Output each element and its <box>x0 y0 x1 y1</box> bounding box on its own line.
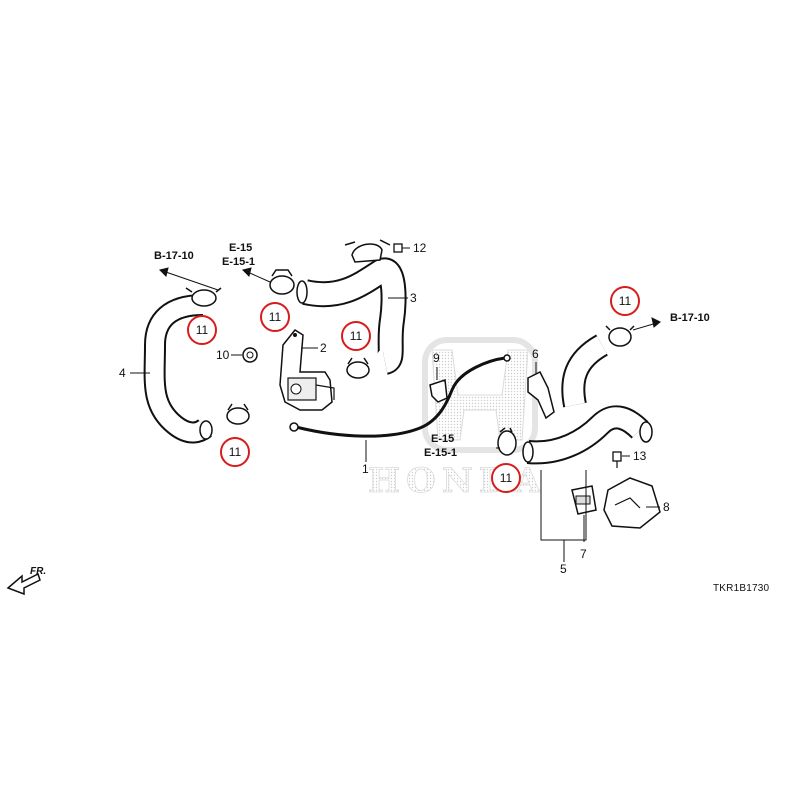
hose-part-3 <box>296 239 407 375</box>
front-direction-arrow-icon <box>6 572 41 596</box>
grommet-part-9 <box>429 378 448 403</box>
cable-part-1 <box>289 354 511 438</box>
clamp-11-f <box>605 325 635 347</box>
callout-11-e: 11 <box>491 463 521 493</box>
hose-part-4 <box>143 294 213 444</box>
callout-11-a: 11 <box>187 315 217 345</box>
part-label-9: 9 <box>433 351 440 365</box>
ref-e-15-1-lower: E-15-1 <box>424 447 458 459</box>
clamp-11-e <box>497 427 517 456</box>
ref-b-17-10-right: B-17-10 <box>670 312 710 324</box>
valve-assembly-part-2 <box>279 329 335 411</box>
part-label-2: 2 <box>320 341 327 355</box>
callout-11-b: 11 <box>260 302 290 332</box>
part-label-4: 4 <box>119 366 126 380</box>
part-label-1: 1 <box>362 462 369 476</box>
part-label-12: 12 <box>413 241 427 255</box>
part-label-13: 13 <box>633 449 647 463</box>
hose-part-5 <box>522 334 653 465</box>
clamp-11-a <box>185 287 222 307</box>
diagram-code: TKR1B1730 <box>713 583 770 594</box>
part-label-8: 8 <box>663 500 670 514</box>
part-label-10: 10 <box>216 348 230 362</box>
clip-part-7 <box>571 485 597 515</box>
ref-e-15-lower: E-15 <box>431 433 455 445</box>
nut-part-10 <box>242 347 258 363</box>
ref-b-17-10-left: B-17-10 <box>154 250 194 262</box>
part-label-5: 5 <box>560 562 567 576</box>
bracket-part-6 <box>527 370 555 420</box>
clamp-11-c <box>346 357 370 379</box>
leader-lines <box>130 247 661 562</box>
callout-11-d: 11 <box>220 437 250 467</box>
clamp-11-d <box>226 403 250 425</box>
front-direction-label: FR. <box>30 566 47 577</box>
clamp-11-b <box>269 269 295 295</box>
part-label-7: 7 <box>580 547 587 561</box>
ref-e-15-1-upper: E-15-1 <box>222 256 256 268</box>
callout-11-c: 11 <box>341 321 371 351</box>
bracket-part-8 <box>603 477 661 529</box>
callout-11-f: 11 <box>610 286 640 316</box>
part-label-3: 3 <box>410 291 417 305</box>
bolt-part-13 <box>612 451 622 468</box>
part-label-6: 6 <box>532 347 539 361</box>
ref-e-15-upper: E-15 <box>229 242 253 254</box>
